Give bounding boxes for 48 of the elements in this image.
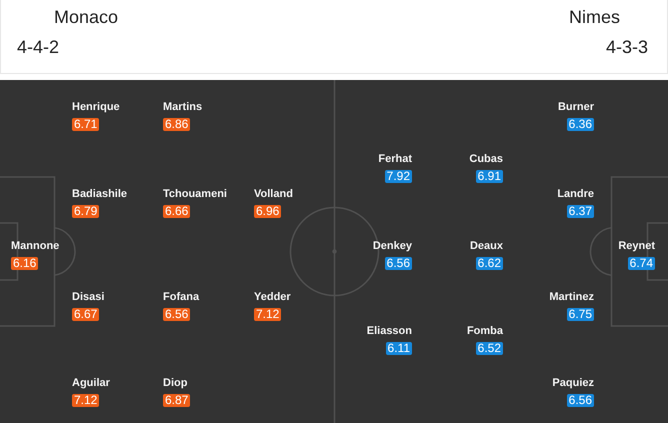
rating-badge: 6.11 — [386, 342, 412, 355]
player-name: Fofana — [163, 291, 200, 304]
rating-badge: 6.86 — [163, 118, 190, 131]
player-name: Eliasson — [366, 325, 412, 338]
rating-badge: 6.74 — [628, 257, 655, 270]
player-name: Martinez — [549, 291, 594, 304]
player-name: Henrique — [72, 101, 120, 114]
rating-badge: 6.96 — [254, 205, 282, 218]
player-name: Reynet — [618, 240, 655, 253]
player-name: Mannone — [11, 240, 60, 253]
player-name: Diop — [163, 377, 188, 390]
formation-label: 4-4-2 — [17, 37, 60, 57]
rating-badge: 6.56 — [163, 308, 190, 321]
player-name: Paquiez — [552, 377, 594, 390]
player-name: Denkey — [372, 240, 412, 253]
rating-badge: 6.79 — [72, 205, 100, 218]
rating-badge: 6.87 — [163, 394, 190, 407]
rating-badge: 6.56 — [384, 257, 412, 270]
team-name: Monaco — [54, 7, 118, 27]
rating-badge: 6.36 — [566, 118, 594, 131]
team-name: Nimes — [568, 7, 620, 27]
player-name: Badiashile — [72, 188, 128, 201]
player-name: Disasi — [72, 291, 104, 304]
rating-badge: 7.92 — [384, 170, 412, 183]
player-name: Tchouameni — [163, 188, 227, 201]
rating-badge: 6.66 — [163, 205, 190, 218]
rating-badge: 7.12 — [254, 308, 282, 321]
formation-label: 4-3-3 — [606, 37, 648, 57]
rating-badge: 6.37 — [566, 205, 594, 218]
player-name: Martins — [163, 101, 202, 114]
rating-badge: 7.12 — [72, 394, 100, 407]
rating-badge: 6.62 — [476, 257, 503, 270]
player-name: Volland — [254, 188, 293, 201]
player-name: Deaux — [470, 240, 503, 253]
player-name: Aguilar — [72, 377, 110, 390]
rating-badge: 6.91 — [476, 170, 503, 183]
rating-badge: 6.75 — [566, 308, 594, 321]
player-name: Cubas — [469, 153, 503, 166]
rating-badge: 6.52 — [476, 342, 503, 355]
rating-badge: 6.56 — [566, 394, 594, 407]
rating-badge: 6.71 — [72, 118, 100, 131]
rating-badge: 6.67 — [72, 308, 100, 321]
player-name: Landre — [557, 188, 594, 201]
player-name: Ferhat — [378, 153, 412, 166]
player-name: Burner — [558, 101, 594, 114]
player-name: Yedder — [254, 291, 291, 304]
player-name: Fomba — [466, 325, 503, 338]
rating-badge: 6.16 — [11, 257, 38, 270]
